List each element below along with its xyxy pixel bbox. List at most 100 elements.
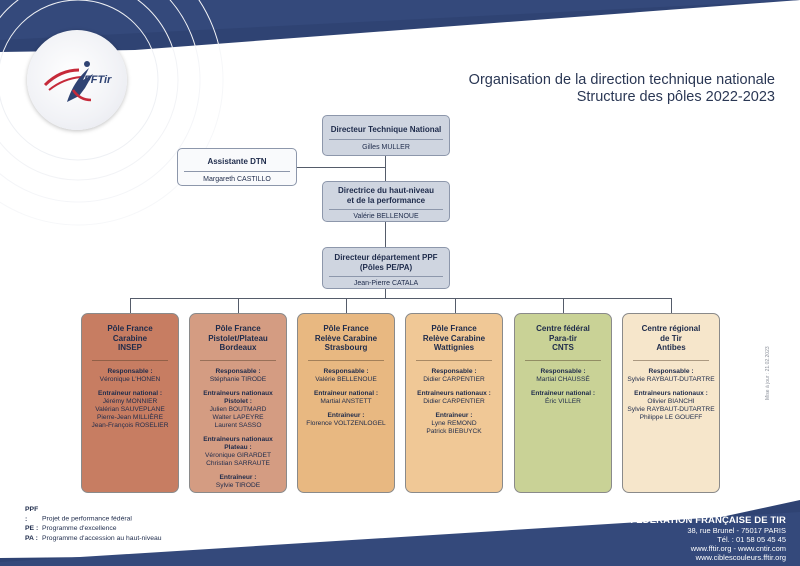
pole-section-label: Entraîneurs nationaux : xyxy=(634,389,708,397)
staff-name: Didier CARPENTIER xyxy=(423,375,485,383)
title-line-1: Organisation de la direction technique n… xyxy=(468,72,775,88)
pole-section: Responsable :Valérie BELLENOUE xyxy=(298,368,394,384)
staff-name: Sylvie RAYBAUT-DUTARTRE xyxy=(627,375,715,383)
pole-section-label: Entraîneur national : xyxy=(97,389,163,397)
staff-name: Véronique L'HONEN xyxy=(99,375,161,383)
pole-section-label: Entraîneur national : xyxy=(313,389,379,397)
staff-name: Sylvie RAYBAUT-DUTARTRE xyxy=(627,405,715,413)
dtn-name: Gilles MULLER xyxy=(362,144,410,151)
staff-name: Philippe LE GOUEFF xyxy=(639,413,703,421)
pole-section-label: Entraîneur : xyxy=(327,411,365,419)
staff-name: Véronique GIRARDET xyxy=(205,451,271,459)
connector-dtn-hp xyxy=(385,155,386,181)
connector-assistant xyxy=(297,167,385,168)
pole-section-label: Responsable : xyxy=(107,367,153,375)
pole-title-line: Antibes xyxy=(656,343,686,352)
logo-text: FFTir xyxy=(84,74,112,86)
legend-text: Programme d'excellence xyxy=(42,525,117,532)
staff-name: Patrick BIEBUYCK xyxy=(426,427,482,435)
pole-title-line: Pistolet/Plateau xyxy=(208,333,268,343)
federation-web-2[interactable]: www.ciblescouleurs.fftir.org xyxy=(695,553,786,562)
staff-name: Sylvie TIRODE xyxy=(215,481,261,489)
pole-section: Responsable :Véronique L'HONEN xyxy=(82,368,178,384)
pole-title-line: Bordeaux xyxy=(219,343,257,352)
pole-section-label: Responsable : xyxy=(323,367,369,375)
legend-text: Projet de performance fédéral xyxy=(42,515,132,523)
dtn-box: Directeur Technique National Gilles MULL… xyxy=(322,115,450,156)
divider xyxy=(92,359,168,361)
pole-title-line: CNTS xyxy=(552,343,574,352)
divider xyxy=(329,209,443,210)
pole-section-label: Entraîneur : xyxy=(435,411,473,419)
hp-name: Valérie BELLENOUE xyxy=(353,213,419,220)
legend-item: PE :Programme d'excellence xyxy=(25,524,162,534)
pole-title-line: Relève Carabine xyxy=(314,333,378,343)
staff-name: Olivier BIANCHI xyxy=(647,397,695,405)
connector-pole-2 xyxy=(238,298,239,313)
staff-name: Martial CHAUSSÉ xyxy=(536,375,590,383)
pole-section: Entraîneur :Sylvie TIRODE xyxy=(190,474,286,490)
hp-director-box: Directrice du haut-niveau et de la perfo… xyxy=(322,181,450,222)
divider xyxy=(200,359,276,361)
pole-section: Responsable :Sylvie RAYBAUT-DUTARTRE xyxy=(623,368,719,384)
staff-name: Christian SARRAUTE xyxy=(206,459,270,467)
legend-item: PA :Programme d'accession au haut-niveau xyxy=(25,534,162,544)
pole-title-line: Pôle France xyxy=(323,324,369,333)
header-band xyxy=(0,0,800,52)
divider xyxy=(525,359,601,361)
page-title: Organisation de la direction technique n… xyxy=(469,72,775,106)
staff-name: Lyne REMOND xyxy=(431,419,477,427)
staff-name: Florence VOLTZENLOGEL xyxy=(306,419,386,427)
hp-title-line-1: Directrice du haut-niveau xyxy=(337,186,435,195)
federation-info: FÉDÉRATION FRANÇAISE DE TIR 38, rue Brun… xyxy=(630,515,786,562)
pole-section: Entraîneur :Florence VOLTZENLOGEL xyxy=(298,412,394,428)
staff-name: Pierre-Jean MILLIÈRE xyxy=(97,413,163,421)
assistant-title: Assistante DTN xyxy=(207,157,267,166)
pole-section-label: Entraîneur : xyxy=(219,473,257,481)
pole-title-line: INSEP xyxy=(117,343,142,352)
pole-section-label: Responsable : xyxy=(540,367,586,375)
staff-name: Valérie BELLENOUE xyxy=(315,375,377,383)
pole-title-line: de Tir xyxy=(660,333,682,343)
pole-section-label: Entraîneurs nationaux xyxy=(203,389,273,397)
pole-title-line: Wattignies xyxy=(433,343,475,352)
pole-section-label: Entraîneur national : xyxy=(530,389,596,397)
update-stamp: Mise à jour : 21.02.2023 xyxy=(765,346,771,400)
title-line-2: Structure des pôles 2022-2023 xyxy=(576,89,775,105)
pole-section-label: Responsable : xyxy=(215,367,261,375)
legend-abbr: PE : xyxy=(25,525,39,532)
pole-section-label: Entraîneurs nationaux : xyxy=(417,389,491,397)
staff-name: Jérémy MONNIER xyxy=(102,397,158,405)
pole-section: Responsable :Martial CHAUSSÉ xyxy=(515,368,611,384)
staff-name: Valérian SAUVEPLANE xyxy=(95,405,165,413)
pole-title-line: Centre régional xyxy=(641,324,701,333)
federation-web-1[interactable]: www.fftir.org - www.cntir.com xyxy=(690,544,786,553)
pole-title-line: Relève Carabine xyxy=(422,333,486,343)
pole-title-line: Centre fédéral xyxy=(536,324,590,333)
federation-address: 38, rue Brunel - 75017 PARIS xyxy=(687,526,786,535)
connector-pole-6 xyxy=(671,298,672,313)
connector-pole-4 xyxy=(455,298,456,313)
connector-pole-3 xyxy=(346,298,347,313)
connector-ppf-poles xyxy=(385,288,386,298)
staff-name: Didier CARPENTIER xyxy=(423,397,485,405)
pole-title-line: Pôle France xyxy=(107,324,153,333)
dtn-title: Directeur Technique National xyxy=(330,125,442,134)
hp-title-line-2: et de la performance xyxy=(346,196,426,205)
connector-poles-bar xyxy=(130,298,672,299)
decorative-rings xyxy=(0,0,224,226)
ppf-director-box: Directeur département PPF (Pôles PE/PA) … xyxy=(322,247,450,289)
assistant-box: Assistante DTN Margareth CASTILLO xyxy=(177,148,297,186)
connector-pole-5 xyxy=(563,298,564,313)
divider xyxy=(184,171,290,172)
staff-name: Stéphanie TIRODE xyxy=(209,375,267,383)
